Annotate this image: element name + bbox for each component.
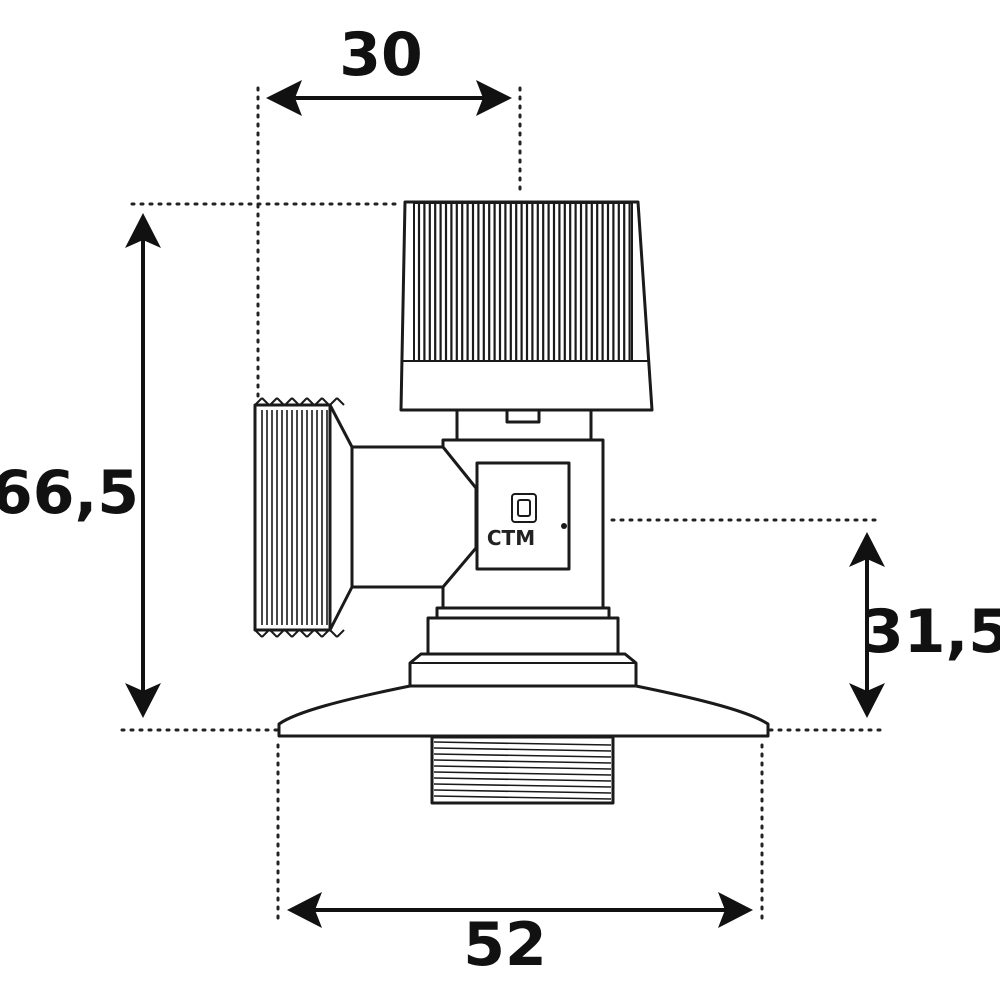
arrow-up-icon [849,532,885,567]
outlet-thread-tooth-bottom [254,629,263,638]
outlet-thread-tooth-bottom [276,629,285,638]
inlet-thread-line [433,747,612,752]
registered-mark-icon [561,523,567,529]
inlet-thread-line [433,753,612,758]
collar-ring-2 [426,616,620,656]
inlet-thread-line [433,783,612,788]
outlet-thread-tooth-bottom [269,629,278,638]
inlet-thread-line [433,789,612,794]
collar-ring-3 [408,652,638,688]
dimension-top: 30 [266,20,512,116]
dimension-left: 66,5 [0,213,161,718]
logo-mark-inner-icon [517,499,531,517]
outlet-thread-tooth-bottom [261,629,270,638]
outlet-thread-tooth-bottom [299,629,308,638]
outlet-thread-tooth-bottom [336,629,345,638]
arrow-up-icon [125,213,161,248]
outlet-thread-tooth-bottom [321,629,330,638]
outlet-thread-tooth-top [306,397,315,406]
dimension-bottom: 52 [287,892,753,980]
outlet-thread-tooth-top [329,397,338,406]
inlet-thread-line [433,741,612,746]
logo-mark-icon [511,493,537,523]
outlet-thread-tooth-bottom [314,629,323,638]
outlet-thread-tooth-bottom [284,629,293,638]
bottom-inlet [430,735,615,805]
outlet-thread-tooth-top [276,397,285,406]
arrow-left-icon [266,80,302,116]
arrow-down-icon [849,683,885,718]
inlet-thread-line [433,765,612,770]
logo-text: CTM [487,526,535,550]
outlet-thread-tooth-bottom [329,629,338,638]
inlet-thread-line [433,777,612,782]
dimension-label-right: 31,5 [862,597,1000,667]
outlet-thread-tooth-top [269,397,278,406]
valve-stem-key [505,408,541,424]
outlet-thread-tooth-top [336,397,345,406]
arrow-left-icon [287,892,322,928]
outlet-thread-tooth-top [291,397,300,406]
outlet-threads [254,397,345,638]
outlet-thread-tooth-top [314,397,323,406]
outlet-thread-tooth-bottom [291,629,300,638]
arrow-right-icon [476,80,512,116]
extension-lines [120,86,882,922]
inlet-thread-line [433,771,612,776]
inlet-threads [433,741,612,800]
outlet-pipe [350,445,478,589]
valve-knob [399,200,654,412]
inlet-thread-line [433,759,612,764]
dimension-label-left: 66,5 [0,458,139,528]
outlet-thread-tooth-top [261,397,270,406]
arrow-right-icon [718,892,753,928]
wall-flange [277,684,770,738]
outlet-thread-tooth-bottom [306,629,315,638]
valve: CTM [253,200,770,805]
knob-knurling [417,204,631,360]
arrow-down-icon [125,683,161,718]
logo-plate: CTM [475,461,571,571]
side-outlet [253,397,478,638]
outlet-nut-bevel [328,403,354,632]
dimension-label-top: 30 [339,20,423,90]
outlet-thread-tooth-top [299,397,308,406]
outlet-thread-tooth-top [321,397,330,406]
dimension-right: 31,5 [849,532,1000,718]
outlet-thread-tooth-top [254,397,263,406]
outlet-thread-tooth-top [284,397,293,406]
inlet-thread-line [433,795,612,800]
dimension-label-bottom: 52 [463,910,547,980]
